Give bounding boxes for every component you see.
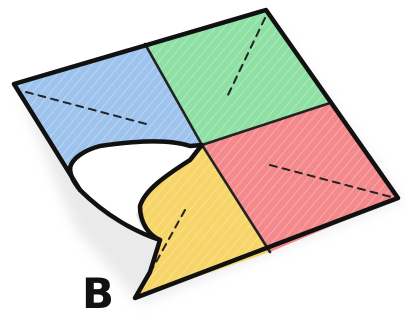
texture-overlay (14, 10, 398, 298)
corner-label: B (82, 269, 114, 318)
